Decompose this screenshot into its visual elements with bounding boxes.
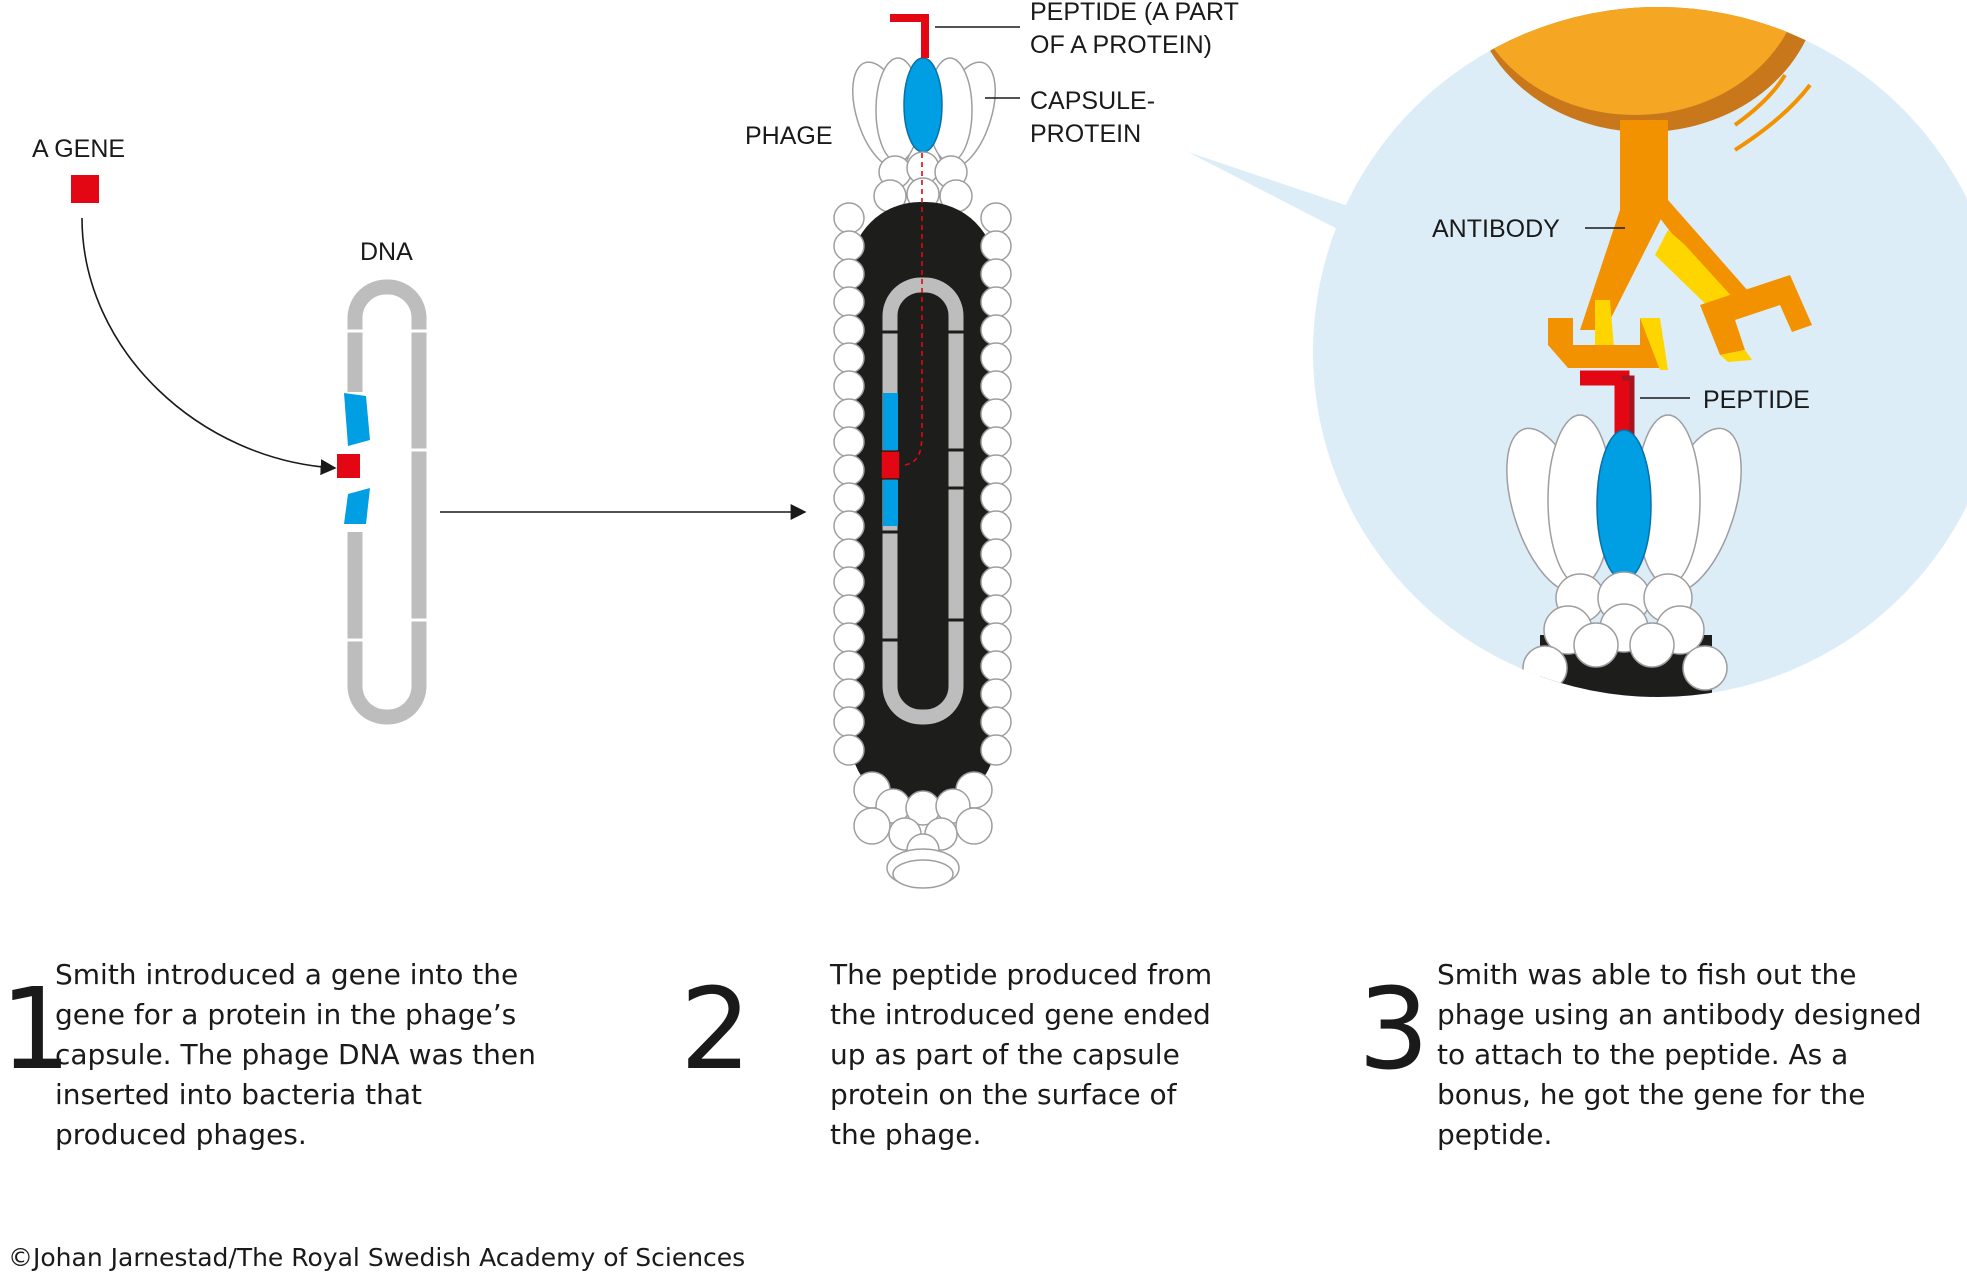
coat-protein	[833, 454, 865, 486]
phage-dna-ticks	[880, 330, 966, 642]
phage-label: PHAGE	[745, 122, 833, 150]
coat-protein	[980, 510, 1012, 542]
zoom-peptide-shade	[1622, 375, 1635, 455]
dna-loop: DNA	[337, 238, 429, 725]
coat-protein	[980, 370, 1012, 402]
step-2-text: The peptide produced from the introduced…	[830, 958, 1213, 1151]
phage-dna-blue-lower	[883, 480, 898, 526]
coat-protein	[833, 678, 865, 710]
coat-protein	[980, 342, 1012, 374]
coat-protein	[833, 258, 865, 290]
dna-split-lower	[344, 488, 370, 524]
coat-protein	[980, 706, 1012, 738]
motion-arc-2	[1733, 83, 1812, 152]
coat-protein	[833, 202, 865, 234]
coat-protein	[980, 566, 1012, 598]
phage-coat-proteins	[833, 202, 1012, 766]
image-credit: ©Johan Jarnestad/The Royal Swedish Acade…	[8, 1243, 746, 1272]
coat-protein	[980, 482, 1012, 514]
coat-protein	[833, 398, 865, 430]
phage: PHAGE PEPTIDE (A PART OF A PROTEIN) CAPS…	[745, 0, 1239, 889]
peptide-label-line2: OF A PROTEIN)	[1030, 31, 1212, 59]
coat-protein	[980, 286, 1012, 318]
coat-protein	[833, 426, 865, 458]
motion-arc-1	[1733, 73, 1787, 127]
zoom-view: ANTIBODY PEPTIDE	[1188, 7, 1967, 697]
zoom-pointer	[1188, 152, 1360, 233]
step-1-number: 1	[0, 965, 72, 1095]
coat-protein	[980, 230, 1012, 262]
antibody-source	[1467, 7, 1803, 115]
coat-protein	[980, 678, 1012, 710]
coat-protein	[833, 594, 865, 626]
step-1-text: Smith introduced a gene into the gene fo…	[55, 958, 536, 1151]
antibody	[1548, 120, 1812, 370]
coat-protein	[980, 258, 1012, 290]
coat-protein	[980, 398, 1012, 430]
peptide-label-line1: PEPTIDE (A PART	[1030, 0, 1239, 26]
coat-protein	[980, 734, 1012, 766]
modified-capsule-protein	[903, 57, 943, 153]
coat-protein	[833, 370, 865, 402]
zoom-modified-capsule-protein	[1596, 429, 1652, 581]
gene-group: A GENE	[32, 135, 337, 476]
coat-protein	[833, 734, 865, 766]
coat-protein	[833, 650, 865, 682]
coat-protein	[833, 538, 865, 570]
zoom-capsule-petals	[1506, 414, 1742, 593]
coat-protein	[980, 650, 1012, 682]
inserted-gene	[337, 454, 360, 478]
coat-protein	[980, 202, 1012, 234]
antibody-label: ANTIBODY	[1432, 215, 1560, 243]
coat-protein	[833, 706, 865, 738]
dna-split-upper	[344, 393, 370, 446]
capsule-label-line1: CAPSULE-	[1030, 87, 1155, 115]
gene-insert-arrow	[81, 217, 337, 476]
coat-protein	[833, 566, 865, 598]
gene-block	[71, 175, 99, 203]
zoom-contents	[1467, 7, 1820, 697]
coat-protein	[980, 622, 1012, 654]
dna-label: DNA	[360, 238, 413, 266]
coat-protein	[833, 286, 865, 318]
coat-protein	[980, 594, 1012, 626]
coat-protein	[833, 314, 865, 346]
zoom-base-cluster	[1522, 571, 1728, 691]
zoom-peptide-label: PEPTIDE	[1703, 386, 1810, 414]
coat-protein	[980, 454, 1012, 486]
coat-protein	[980, 426, 1012, 458]
step-3-text: Smith was able to fish out the phage usi…	[1437, 958, 1922, 1151]
coat-protein	[833, 510, 865, 542]
step-3-number: 3	[1358, 965, 1430, 1095]
coat-protein	[833, 482, 865, 514]
coat-protein	[980, 538, 1012, 570]
phage-top-cluster	[873, 151, 973, 213]
step-2-number: 2	[680, 965, 752, 1095]
phage-dna-blue-upper	[883, 393, 898, 450]
phage-inserted-gene	[880, 450, 901, 480]
coat-protein	[833, 230, 865, 262]
capsule-label-line2: PROTEIN	[1030, 120, 1141, 148]
gene-label: A GENE	[32, 135, 125, 163]
coat-protein	[980, 314, 1012, 346]
peptide-marker	[890, 14, 929, 58]
expression-trace	[904, 150, 923, 466]
phage-bottom-cluster	[853, 771, 993, 889]
coat-protein	[833, 342, 865, 374]
coat-protein	[833, 622, 865, 654]
